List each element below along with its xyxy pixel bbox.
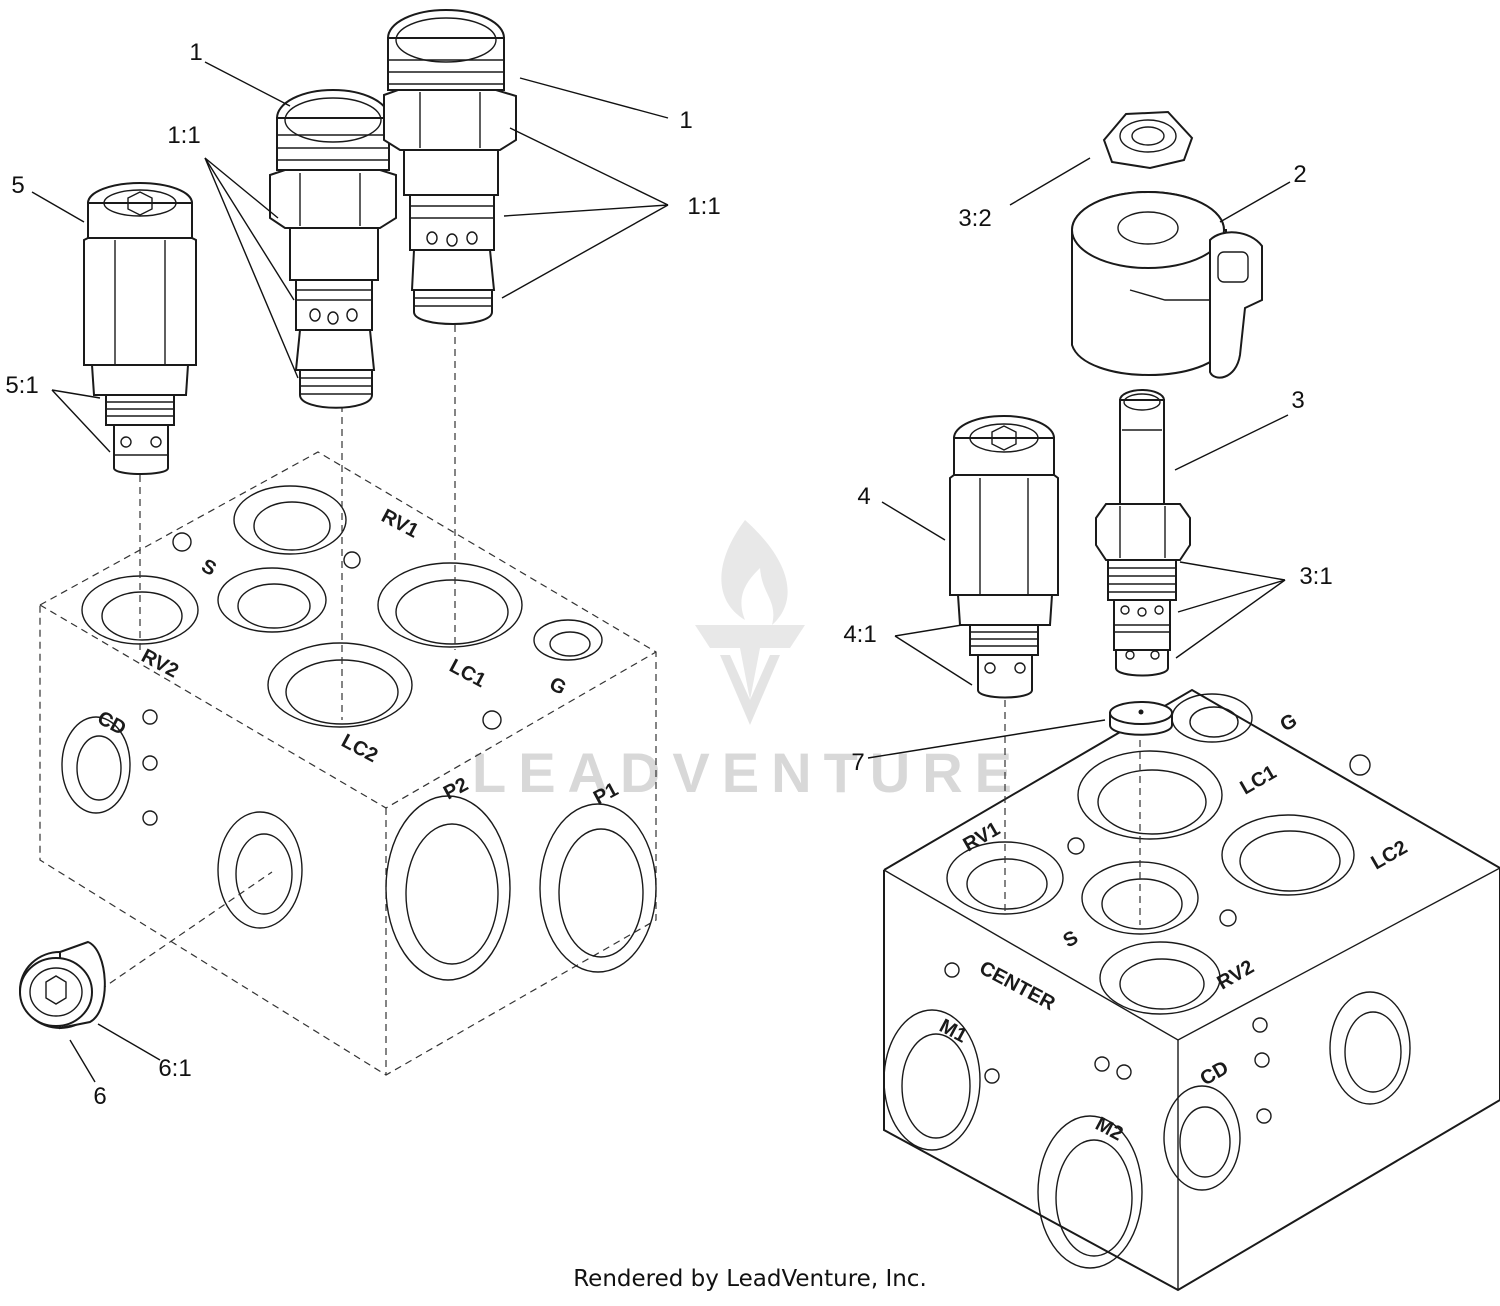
port-label-lc1: LC1 xyxy=(446,655,490,692)
callout-3-1: 3:1 xyxy=(1299,563,1332,590)
port-label-m1: M1 xyxy=(936,1015,971,1047)
port-label-g-right: G xyxy=(1277,709,1301,736)
port-label-s-right: S xyxy=(1060,927,1083,953)
callout-2: 2 xyxy=(1293,161,1306,188)
part-5-relief-valve xyxy=(83,182,197,475)
rendered-by-caption: Rendered by LeadVenture, Inc. xyxy=(573,1266,927,1292)
callout-6-1: 6:1 xyxy=(158,1055,191,1082)
port-label-rv2-right: RV2 xyxy=(1214,956,1258,994)
right-leaders xyxy=(867,157,1291,759)
port-label-lc2-right: LC2 xyxy=(1368,836,1412,874)
callout-4-1: 4:1 xyxy=(843,621,876,648)
part-2-solenoid-coil xyxy=(1071,191,1263,379)
callout-5-1: 5:1 xyxy=(5,372,38,399)
port-label-rv1: RV1 xyxy=(378,505,422,543)
port-label-rv1-right: RV1 xyxy=(960,818,1004,856)
watermark-text: LEADVENTURE xyxy=(472,741,1024,804)
part-4-relief-valve xyxy=(949,415,1059,699)
part-3-solenoid-cartridge xyxy=(1095,389,1191,677)
left-leaders xyxy=(31,61,669,1083)
callout-3-2: 3:2 xyxy=(958,205,991,232)
leadventure-watermark: LEADVENTURE xyxy=(472,520,1024,804)
part-1-cartridge-right xyxy=(383,9,517,325)
port-label-rv2: RV2 xyxy=(138,645,182,683)
callout-1-1-left: 1:1 xyxy=(167,122,200,149)
leadventure-logo-icon xyxy=(695,520,805,725)
port-label-center: CENTER xyxy=(976,957,1059,1015)
callout-1-right: 1 xyxy=(679,107,692,134)
part-3-2-nut xyxy=(1102,110,1194,170)
part-7-washer xyxy=(1109,701,1173,736)
callout-1-1-right: 1:1 xyxy=(687,193,720,220)
callout-6: 6 xyxy=(93,1083,106,1110)
callout-1-top: 1 xyxy=(189,39,202,66)
port-label-s: S xyxy=(198,555,220,581)
callout-4: 4 xyxy=(857,483,870,510)
callout-3: 3 xyxy=(1291,387,1304,414)
callout-7: 7 xyxy=(851,749,864,776)
part-1-cartridge-left xyxy=(269,89,397,409)
callout-5: 5 xyxy=(11,172,24,199)
port-label-lc1-right: LC1 xyxy=(1237,761,1281,799)
part-6-plug xyxy=(19,940,106,1030)
port-label-g: G xyxy=(546,673,570,700)
port-label-lc2: LC2 xyxy=(338,730,382,767)
port-label-cd: CD xyxy=(94,707,130,740)
